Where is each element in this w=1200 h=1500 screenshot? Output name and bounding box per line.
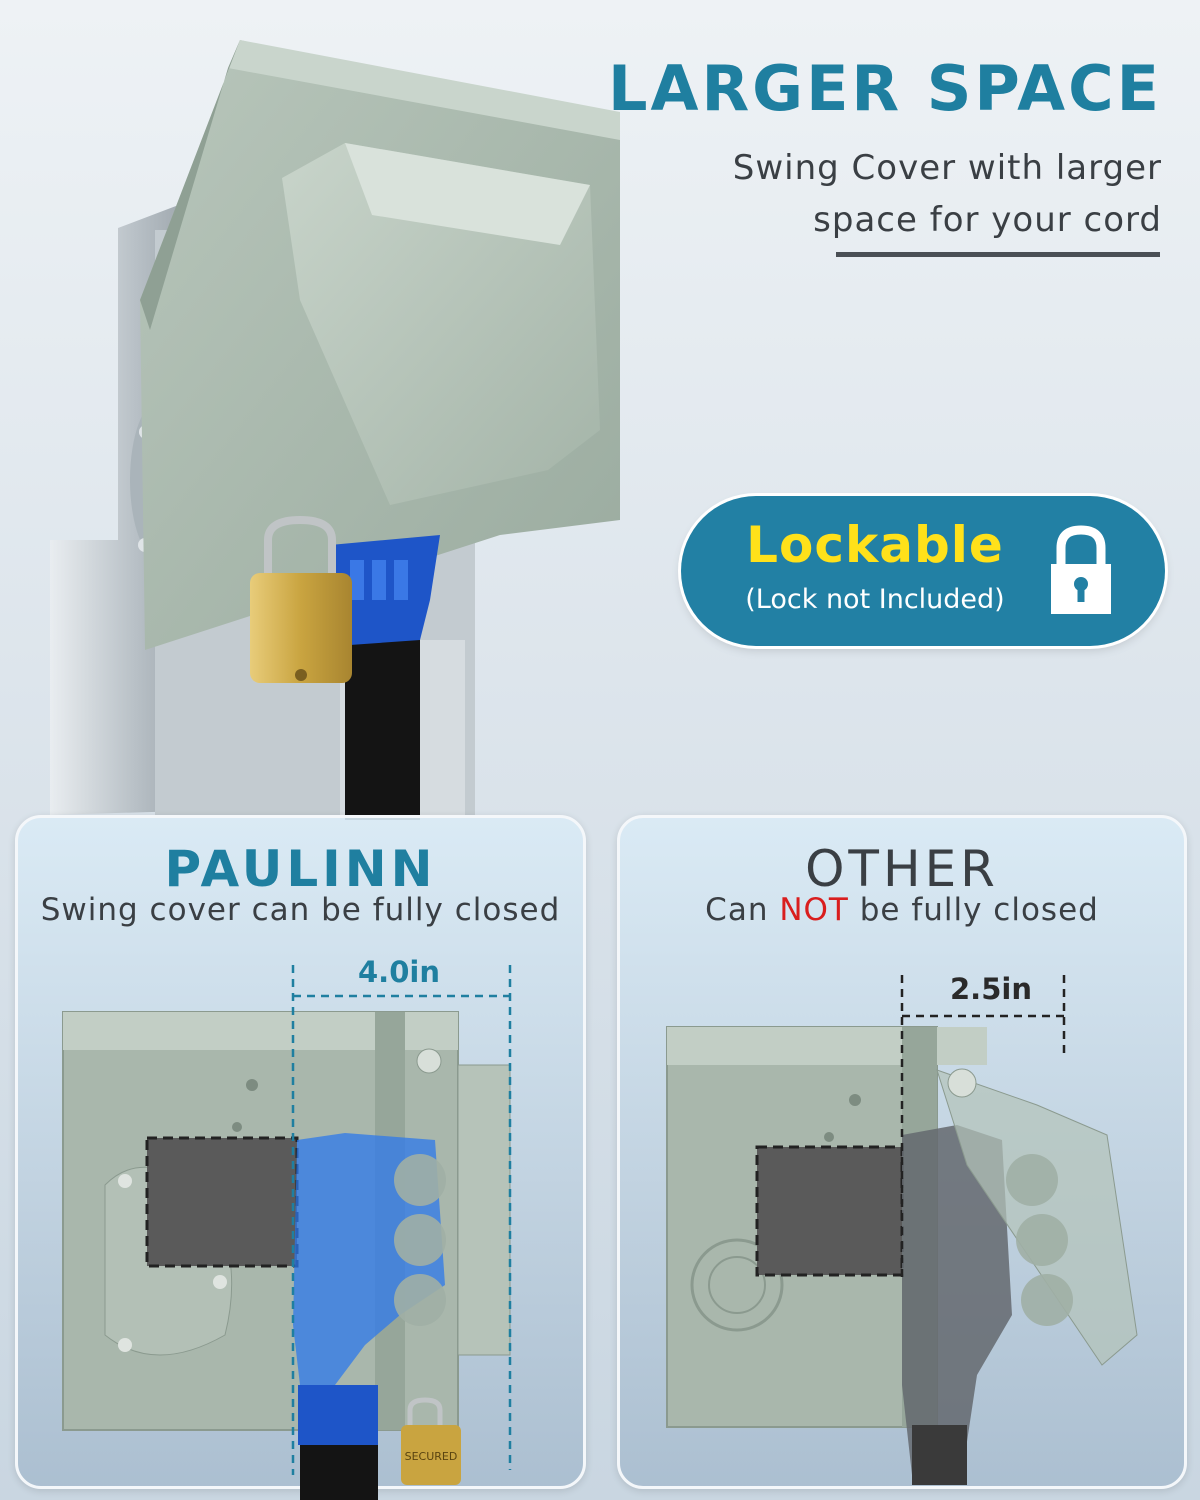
lockable-subtitle: (Lock not Included) xyxy=(745,584,1005,615)
padlock-icon xyxy=(1051,525,1111,614)
paulinn-subtitle: Swing cover can be fully closed xyxy=(40,892,561,928)
other-dimension-label: 2.5in xyxy=(950,972,1032,1006)
headline-subtitle: Swing Cover with larger space for your c… xyxy=(640,142,1162,246)
other-title: OTHER xyxy=(805,840,999,898)
paulinn-title: PAULINN xyxy=(164,840,437,898)
paulinn-enclosure-illustration: SECURED xyxy=(62,965,512,1500)
headline-subtitle-line2: space for your cord xyxy=(813,200,1162,240)
paulinn-dimension-label: 4.0in xyxy=(358,955,440,989)
padlock xyxy=(250,515,352,683)
headline-subtitle-line1: Swing Cover with larger xyxy=(732,148,1162,188)
headline-underline xyxy=(836,252,1160,257)
lockable-title: Lockable xyxy=(746,516,1004,574)
not-emphasis: NOT xyxy=(779,892,849,928)
headline-title: LARGER SPACE xyxy=(607,52,1162,125)
cord-connector xyxy=(330,535,440,820)
other-subtitle: Can NOT be fully closed xyxy=(705,892,1099,928)
product-illustration xyxy=(50,40,620,820)
swing-cover xyxy=(282,143,600,505)
other-enclosure-illustration xyxy=(666,975,1138,1485)
padlock-engraving: SECURED xyxy=(405,1450,458,1463)
